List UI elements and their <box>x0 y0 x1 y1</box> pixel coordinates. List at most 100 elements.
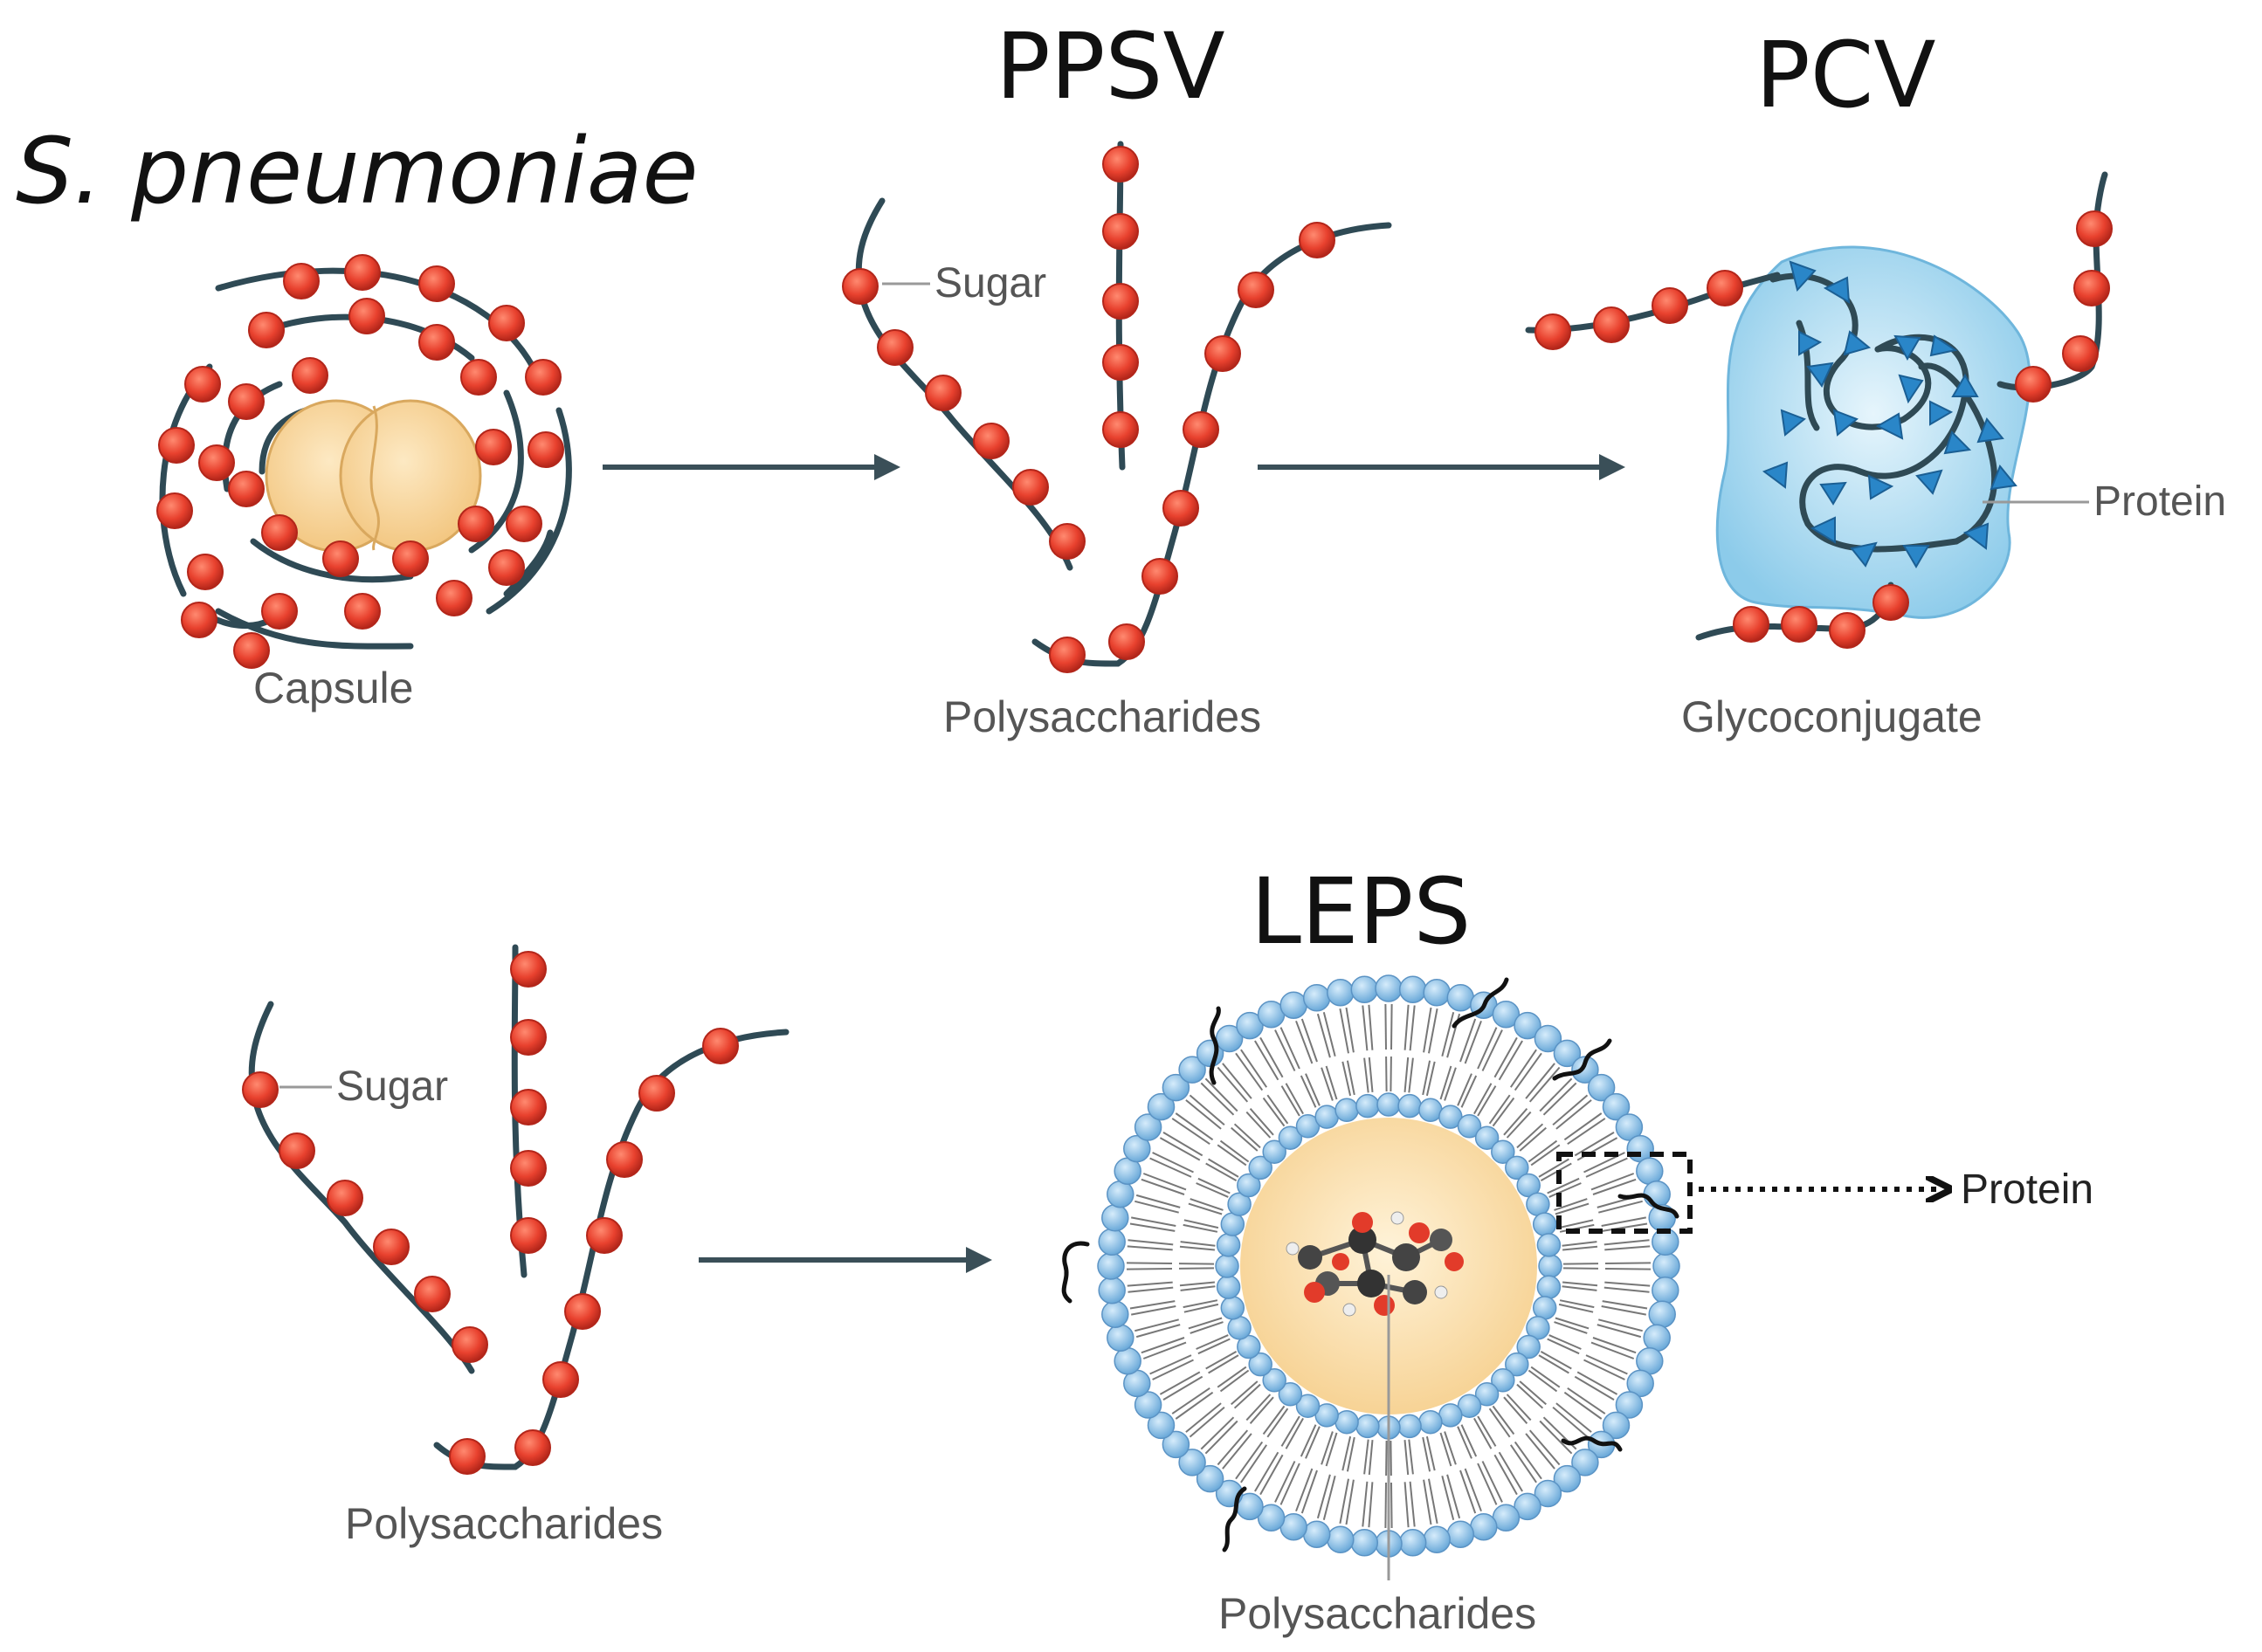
lipid-tail <box>1555 1317 1590 1330</box>
lipid-tail <box>1473 1083 1493 1115</box>
lipid-tail <box>1240 1049 1268 1088</box>
lipid-tail <box>1530 1144 1561 1167</box>
lipid-tail <box>1266 1408 1289 1438</box>
lipid-head <box>1423 1525 1451 1553</box>
lipid-tail <box>1159 1371 1201 1395</box>
lipid-tail <box>1457 1426 1472 1459</box>
lipid-tail <box>1171 1387 1210 1415</box>
lipid-tail <box>1363 1439 1369 1475</box>
lipid-head <box>1101 1300 1129 1328</box>
lipid-tail <box>1274 1461 1296 1503</box>
lipid-tail <box>1222 1063 1252 1099</box>
lipid-tail <box>1254 1040 1279 1081</box>
bottom-polysaccharides: Sugar Polysaccharides <box>242 944 790 1548</box>
lipid-tail <box>1460 1424 1478 1457</box>
lipid-head <box>1457 1394 1482 1418</box>
lipid-tail <box>1346 1436 1355 1472</box>
lipid-tail <box>1446 1474 1461 1519</box>
lipid-tail <box>1548 1182 1582 1198</box>
lipid-tail <box>1385 1056 1388 1092</box>
lipid-tail <box>1604 1281 1651 1287</box>
lipid-tail <box>1528 1369 1558 1393</box>
lipid-tail <box>1603 1286 1650 1293</box>
lipid-tail <box>1519 1126 1547 1152</box>
label-sugar-top: Sugar <box>934 260 1046 306</box>
lipid-tail <box>1409 1481 1416 1527</box>
lipid-tail <box>1295 1020 1314 1064</box>
lipid-tail <box>1339 1478 1349 1524</box>
lipid-head <box>1438 1403 1463 1428</box>
lipid-tail <box>1477 1415 1497 1447</box>
lipid-tail <box>1428 1478 1438 1524</box>
lipid-tail <box>1423 1479 1432 1525</box>
lipid-tail <box>1280 1415 1300 1447</box>
lipid-tail <box>1562 1245 1598 1251</box>
label-sugar-bottom: Sugar <box>336 1063 448 1110</box>
lipid-head <box>1397 1414 1422 1439</box>
lipid-tail <box>1135 1194 1181 1208</box>
lipid-tail <box>1222 1433 1252 1470</box>
lipid-tail <box>1441 1012 1455 1057</box>
lipid-tail <box>1185 1402 1222 1433</box>
lipid-tail <box>1567 1118 1606 1146</box>
lipid-tail <box>1444 1067 1457 1101</box>
lipid-head <box>1248 1352 1272 1377</box>
lipid-head <box>1123 1134 1151 1163</box>
lipid-tail <box>1129 1222 1176 1232</box>
lipid-tail <box>1403 1004 1410 1050</box>
lipid-head <box>1215 1024 1244 1053</box>
lipid-tail <box>1384 1003 1387 1050</box>
lipid-head <box>1216 1233 1241 1257</box>
lipid-head <box>1398 975 1427 1003</box>
lipid-tail <box>1196 1334 1229 1350</box>
lipid-tail <box>1514 1052 1542 1091</box>
label-polysaccharides-leps: Polysaccharides <box>1218 1589 1536 1638</box>
lipid-head <box>1516 1173 1541 1198</box>
lipid-head <box>1491 1368 1515 1393</box>
lipid-tail <box>1325 1065 1338 1100</box>
lipid-tail <box>1528 1429 1561 1466</box>
lipid-tail <box>1481 1461 1503 1503</box>
lipid-tail <box>1602 1300 1648 1310</box>
lipid-head <box>1626 1369 1654 1398</box>
lipid-tail <box>1208 1158 1239 1178</box>
lipid-head <box>1355 1414 1380 1439</box>
protein-highlight-box <box>1556 1152 1693 1234</box>
lipid-head <box>1470 1513 1498 1541</box>
lipid-head <box>1215 1254 1239 1278</box>
lipid-head <box>1220 1296 1245 1320</box>
lipid-head <box>1571 1449 1599 1476</box>
lipid-tail <box>1305 1073 1321 1106</box>
title-organism: S. pneumoniae <box>16 118 698 224</box>
capsule-illustration: Capsule <box>156 254 572 712</box>
lipid-head <box>1602 1092 1631 1121</box>
lipid-head <box>1302 1520 1331 1548</box>
lipid-tail <box>1175 1391 1214 1420</box>
lipid-head <box>1314 1403 1339 1428</box>
title-leps: LEPS <box>1251 858 1471 965</box>
lipid-head <box>1532 1212 1557 1236</box>
label-glycoconjugate: Glycoconjugate <box>1681 692 1983 741</box>
lipid-tail <box>1585 1157 1628 1178</box>
lipid-head <box>1457 1114 1482 1139</box>
lipid-tail <box>1339 1008 1349 1054</box>
lipid-tail <box>1603 1239 1650 1246</box>
lipid-head <box>1534 1024 1562 1053</box>
lipid-head <box>1643 1180 1671 1208</box>
lipid-tail <box>1362 1005 1369 1051</box>
label-polysaccharides-top: Polysaccharides <box>943 692 1261 741</box>
lipid-tail <box>1178 1263 1215 1265</box>
lipid-tail <box>1385 1440 1388 1476</box>
lipid-tail <box>1149 1354 1192 1375</box>
lipid-tail <box>1300 1424 1317 1457</box>
lipid-tail <box>1548 1334 1582 1350</box>
lipid-tail <box>1217 1144 1247 1167</box>
liposome-core <box>1240 1118 1537 1415</box>
lipid-head <box>1474 1125 1500 1150</box>
lipid-head <box>1652 1276 1679 1304</box>
lipid-head <box>1536 1275 1562 1299</box>
ppsv-polysaccharides: Sugar Polysaccharides <box>842 141 1392 741</box>
lipid-tail <box>1390 1440 1392 1476</box>
lipid-tail <box>1142 1341 1187 1359</box>
